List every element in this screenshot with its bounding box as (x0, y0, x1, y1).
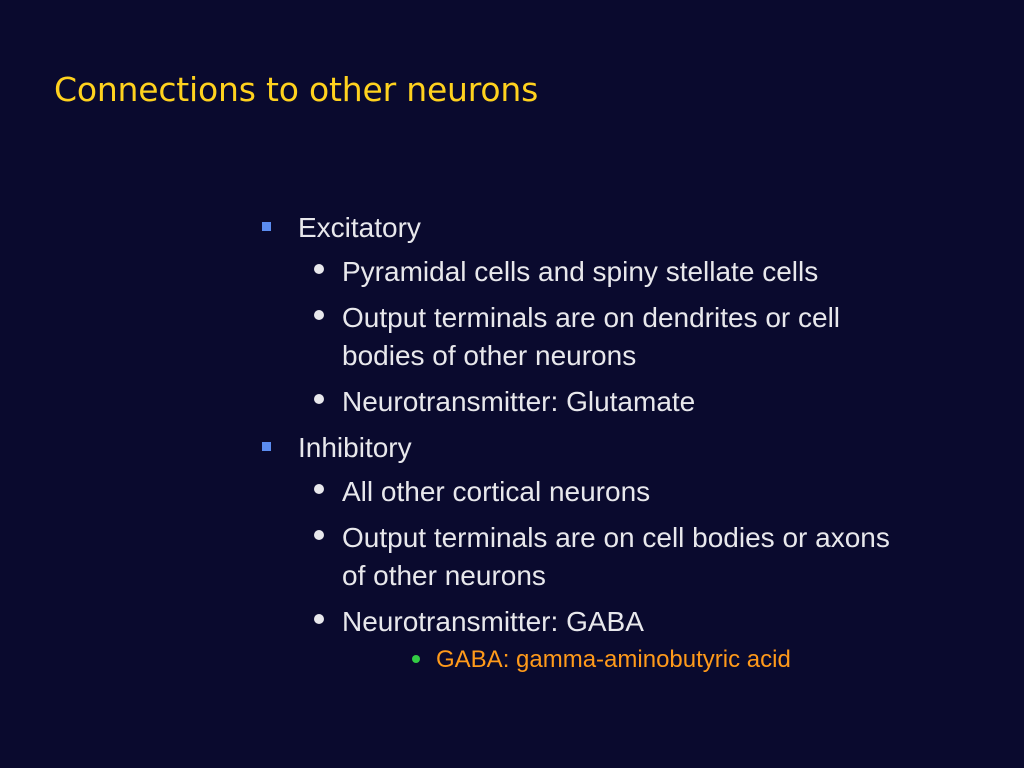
sub-bullet: Pyramidal cells and spiny stellate cells (310, 253, 902, 291)
sub-bullet-text: All other cortical neurons (342, 476, 651, 507)
sub-bullet-text: Neurotransmitter: Glutamate (342, 386, 696, 417)
square-bullet-icon (262, 222, 271, 231)
slide-body: Excitatory Pyramidal cells and spiny ste… (258, 209, 998, 677)
sub-bullet: Output terminals are on cell bodies or a… (310, 519, 902, 595)
slide-title: Connections to other neurons (54, 70, 539, 109)
sub-bullet-text: Neurotransmitter: GABA (342, 606, 644, 637)
bullet-inhibitory: Inhibitory (258, 429, 998, 467)
bullet-excitatory: Excitatory (258, 209, 998, 247)
bullet-heading: Inhibitory (298, 432, 412, 463)
sub-bullet: Neurotransmitter: GABA (310, 603, 902, 641)
round-bullet-icon (314, 484, 324, 494)
square-bullet-icon (262, 442, 271, 451)
green-dot-bullet-icon (412, 655, 420, 663)
sub-bullet: Output terminals are on dendrites or cel… (310, 299, 902, 375)
sub-bullet-text: Pyramidal cells and spiny stellate cells (342, 256, 819, 287)
note-text: GABA: gamma-aminobutyric acid (436, 646, 791, 673)
round-bullet-icon (314, 310, 324, 320)
round-bullet-icon (314, 264, 324, 274)
round-bullet-icon (314, 614, 324, 624)
sub-bullet: All other cortical neurons (310, 473, 902, 511)
bullet-heading: Excitatory (298, 212, 421, 243)
round-bullet-icon (314, 530, 324, 540)
sub-bullet-text: Output terminals are on cell bodies or a… (342, 522, 890, 591)
sub-bullet-text: Output terminals are on dendrites or cel… (342, 302, 841, 371)
note-bullet: GABA: gamma-aminobutyric acid (408, 643, 998, 677)
round-bullet-icon (314, 394, 324, 404)
sub-bullet: Neurotransmitter: Glutamate (310, 383, 902, 421)
